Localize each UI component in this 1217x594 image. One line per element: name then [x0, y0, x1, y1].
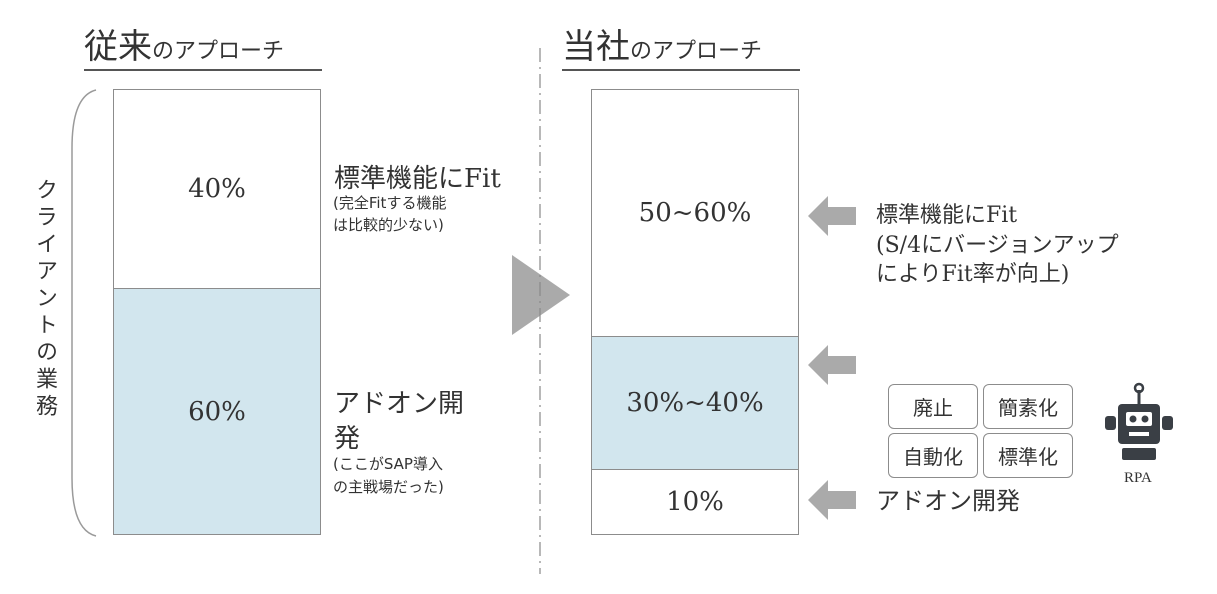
- tag-abolish: 廃止: [888, 384, 978, 429]
- left-segment-standard: 40%: [113, 89, 321, 289]
- left-addon-value: 60%: [188, 396, 246, 427]
- left-heading-sub: のアプローチ: [152, 39, 285, 64]
- left-standard-value: 40%: [188, 174, 246, 204]
- right-heading-main: 当社: [562, 27, 630, 67]
- left-addon-note-1: (ここがSAP導入: [333, 455, 443, 473]
- tag-automate: 自動化: [888, 433, 978, 478]
- right-heading: 当社のアプローチ: [562, 30, 762, 64]
- arrow-left-icon-automation: [808, 345, 856, 385]
- right-addon-label: アドオン開発: [876, 487, 1020, 515]
- tag-simplify: 簡素化: [983, 384, 1073, 429]
- left-segment-addon: 60%: [113, 288, 321, 535]
- left-standard-label: 標準機能にFit: [334, 164, 501, 194]
- center-divider: [539, 48, 541, 574]
- tag-standardize: 標準化: [983, 433, 1073, 478]
- right-automation-value: 30%~40%: [626, 388, 764, 418]
- left-addon-label-2: 発: [334, 424, 361, 454]
- right-standard-value: 50~60%: [638, 198, 752, 228]
- rpa-label: RPA: [1124, 470, 1152, 486]
- left-bracket: [71, 89, 97, 537]
- arrow-left-icon-addon: [808, 480, 856, 520]
- arrow-left-icon-standard: [808, 196, 856, 236]
- robot-icon: [1105, 382, 1173, 460]
- right-heading-sub: のアプローチ: [630, 39, 763, 64]
- right-segment-standard: 50~60%: [591, 89, 799, 337]
- right-heading-underline: [562, 69, 800, 71]
- right-standard-label-1: 標準機能にFit: [876, 203, 1018, 228]
- left-standard-note-1: (完全Fitする機能: [333, 194, 447, 212]
- transition-arrow-icon: [512, 255, 570, 335]
- left-heading-main: 従来: [84, 27, 152, 67]
- right-segment-addon: 10%: [591, 469, 799, 535]
- left-standard-note-2: は比較的少ない): [333, 216, 444, 234]
- right-standard-label-2: (S/4にバージョンアップ: [876, 233, 1119, 258]
- left-heading: 従来のアプローチ: [84, 30, 284, 64]
- right-segment-automation: 30%~40%: [591, 336, 799, 470]
- right-addon-value: 10%: [666, 487, 724, 517]
- right-standard-label-3: によりFit率が向上): [876, 262, 1070, 287]
- left-addon-label-1: アドオン開: [334, 389, 465, 419]
- left-addon-note-2: の主戦場だった): [333, 478, 444, 496]
- left-heading-underline: [84, 69, 322, 71]
- vertical-label-client-work: クライアントの業務: [32, 178, 57, 421]
